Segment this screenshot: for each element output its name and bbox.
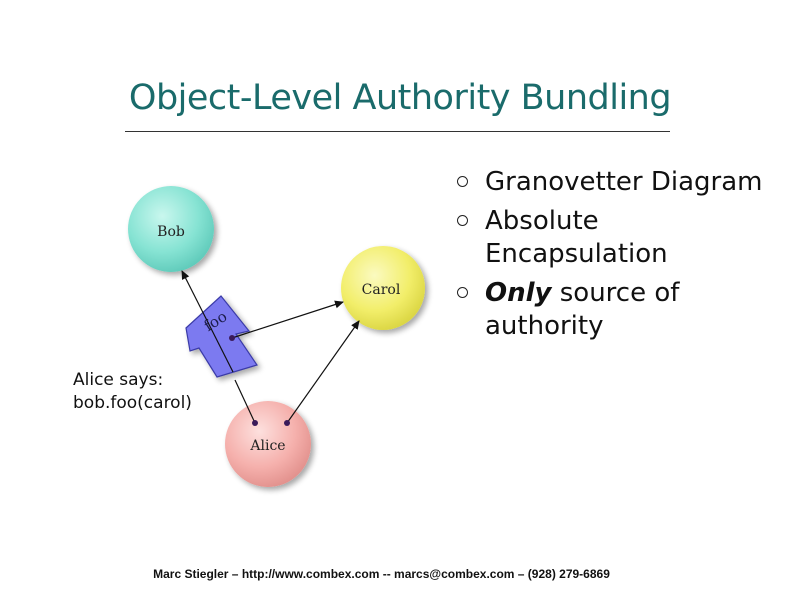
message-arrow-foo: foo — [185, 295, 258, 378]
edge-to-bob — [181, 270, 234, 373]
slide-title: Object-Level Authority Bundling — [128, 78, 672, 118]
alice-port-left — [252, 420, 258, 426]
bullet-circle-icon — [457, 287, 468, 298]
caption-line-1: Alice says: — [73, 370, 164, 390]
alice-node: Alice — [225, 401, 311, 487]
caption-line-2: bob.foo(carol) — [73, 393, 192, 413]
message-port — [229, 335, 235, 341]
bullet-circle-icon — [457, 215, 468, 226]
alice-port-right — [284, 420, 290, 426]
bob-node: Bob — [128, 186, 214, 272]
alice-says-caption: Alice says: bob.foo(carol) — [73, 369, 192, 415]
bullet-emphasis: Only — [485, 278, 552, 308]
bullet-item: Granovetter Diagram — [453, 166, 783, 199]
edge-alice-to-message — [234, 379, 256, 424]
bullet-item: Absolute Encapsulation — [453, 205, 783, 271]
bullet-text: Granovetter Diagram — [485, 167, 763, 197]
bullet-list: Granovetter Diagram Absolute Encapsulati… — [453, 166, 783, 349]
bullet-item: Only source of authority — [453, 277, 783, 343]
bullet-circle-icon — [457, 176, 468, 187]
carol-label: Carol — [362, 282, 401, 298]
carol-node: Carol — [341, 246, 425, 330]
title-underline — [125, 131, 670, 132]
edge-alice-to-carol — [286, 320, 360, 424]
alice-label: Alice — [249, 438, 285, 454]
bob-label: Bob — [157, 224, 185, 240]
footer-credits: Marc Stiegler – http://www.combex.com --… — [153, 567, 610, 581]
bullet-text: source of authority — [485, 278, 680, 341]
bullet-text: Absolute Encapsulation — [485, 206, 668, 269]
edge-message-to-carol — [231, 300, 344, 339]
